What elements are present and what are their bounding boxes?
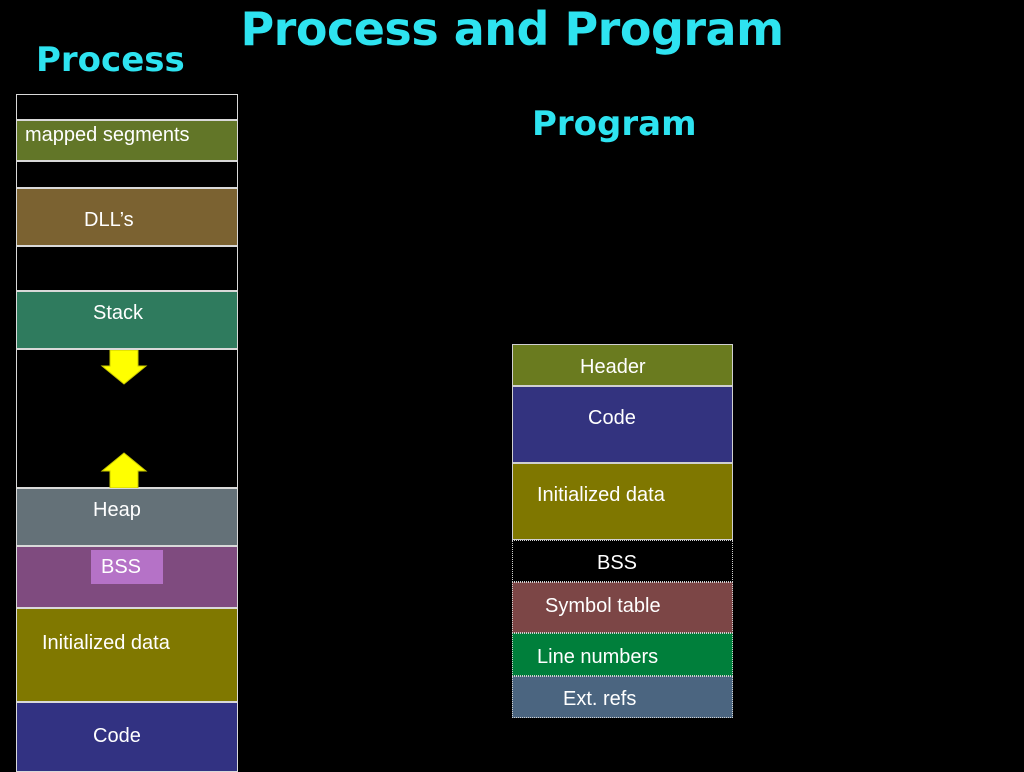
program-bss: BSS [512,540,733,582]
process-heap: Heap [16,488,238,546]
program-initialized-data-label: Initialized data [537,484,665,506]
process-heading: Process [36,40,185,80]
process-bss: BSS [16,546,238,608]
process-gap [16,161,238,188]
process-bss-label-box: BSS [91,550,163,584]
slide-title: Process and Program [240,2,784,56]
program-ext-refs: Ext. refs [512,676,733,718]
program-heading: Program [532,104,697,144]
program-line-numbers-label: Line numbers [537,646,659,668]
process-dlls: DLL’s [16,188,238,246]
process-dlls-label: DLL’s [84,209,134,231]
process-mapped-segments: mapped segments [16,120,238,161]
process-heap-label: Heap [93,499,141,521]
program-code-label: Code [588,407,636,429]
process-gap [16,246,238,291]
process-stack: Stack [16,291,238,349]
program-initialized-data: Initialized data [512,463,733,540]
process-initialized-data-label: Initialized data [42,632,170,654]
program-symbol-table: Symbol table [512,582,733,633]
program-code: Code [512,386,733,463]
process-top-gap [16,94,238,120]
process-bss-label: BSS [101,556,142,578]
heap-growth-up-arrow-icon [100,452,148,488]
stack-growth-down-arrow-icon [100,350,148,385]
program-header: Header [512,344,733,386]
process-code-label: Code [93,725,141,747]
process-code: Code [16,702,238,772]
program-header-label: Header [580,356,646,378]
program-symbol-table-label: Symbol table [545,595,661,617]
process-mapped-segments-label: mapped segments [25,124,190,146]
program-bss-label: BSS [597,552,638,574]
process-stack-label: Stack [93,302,144,324]
program-line-numbers: Line numbers [512,633,733,676]
process-initialized-data: Initialized data [16,608,238,702]
program-ext-refs-label: Ext. refs [563,688,637,710]
